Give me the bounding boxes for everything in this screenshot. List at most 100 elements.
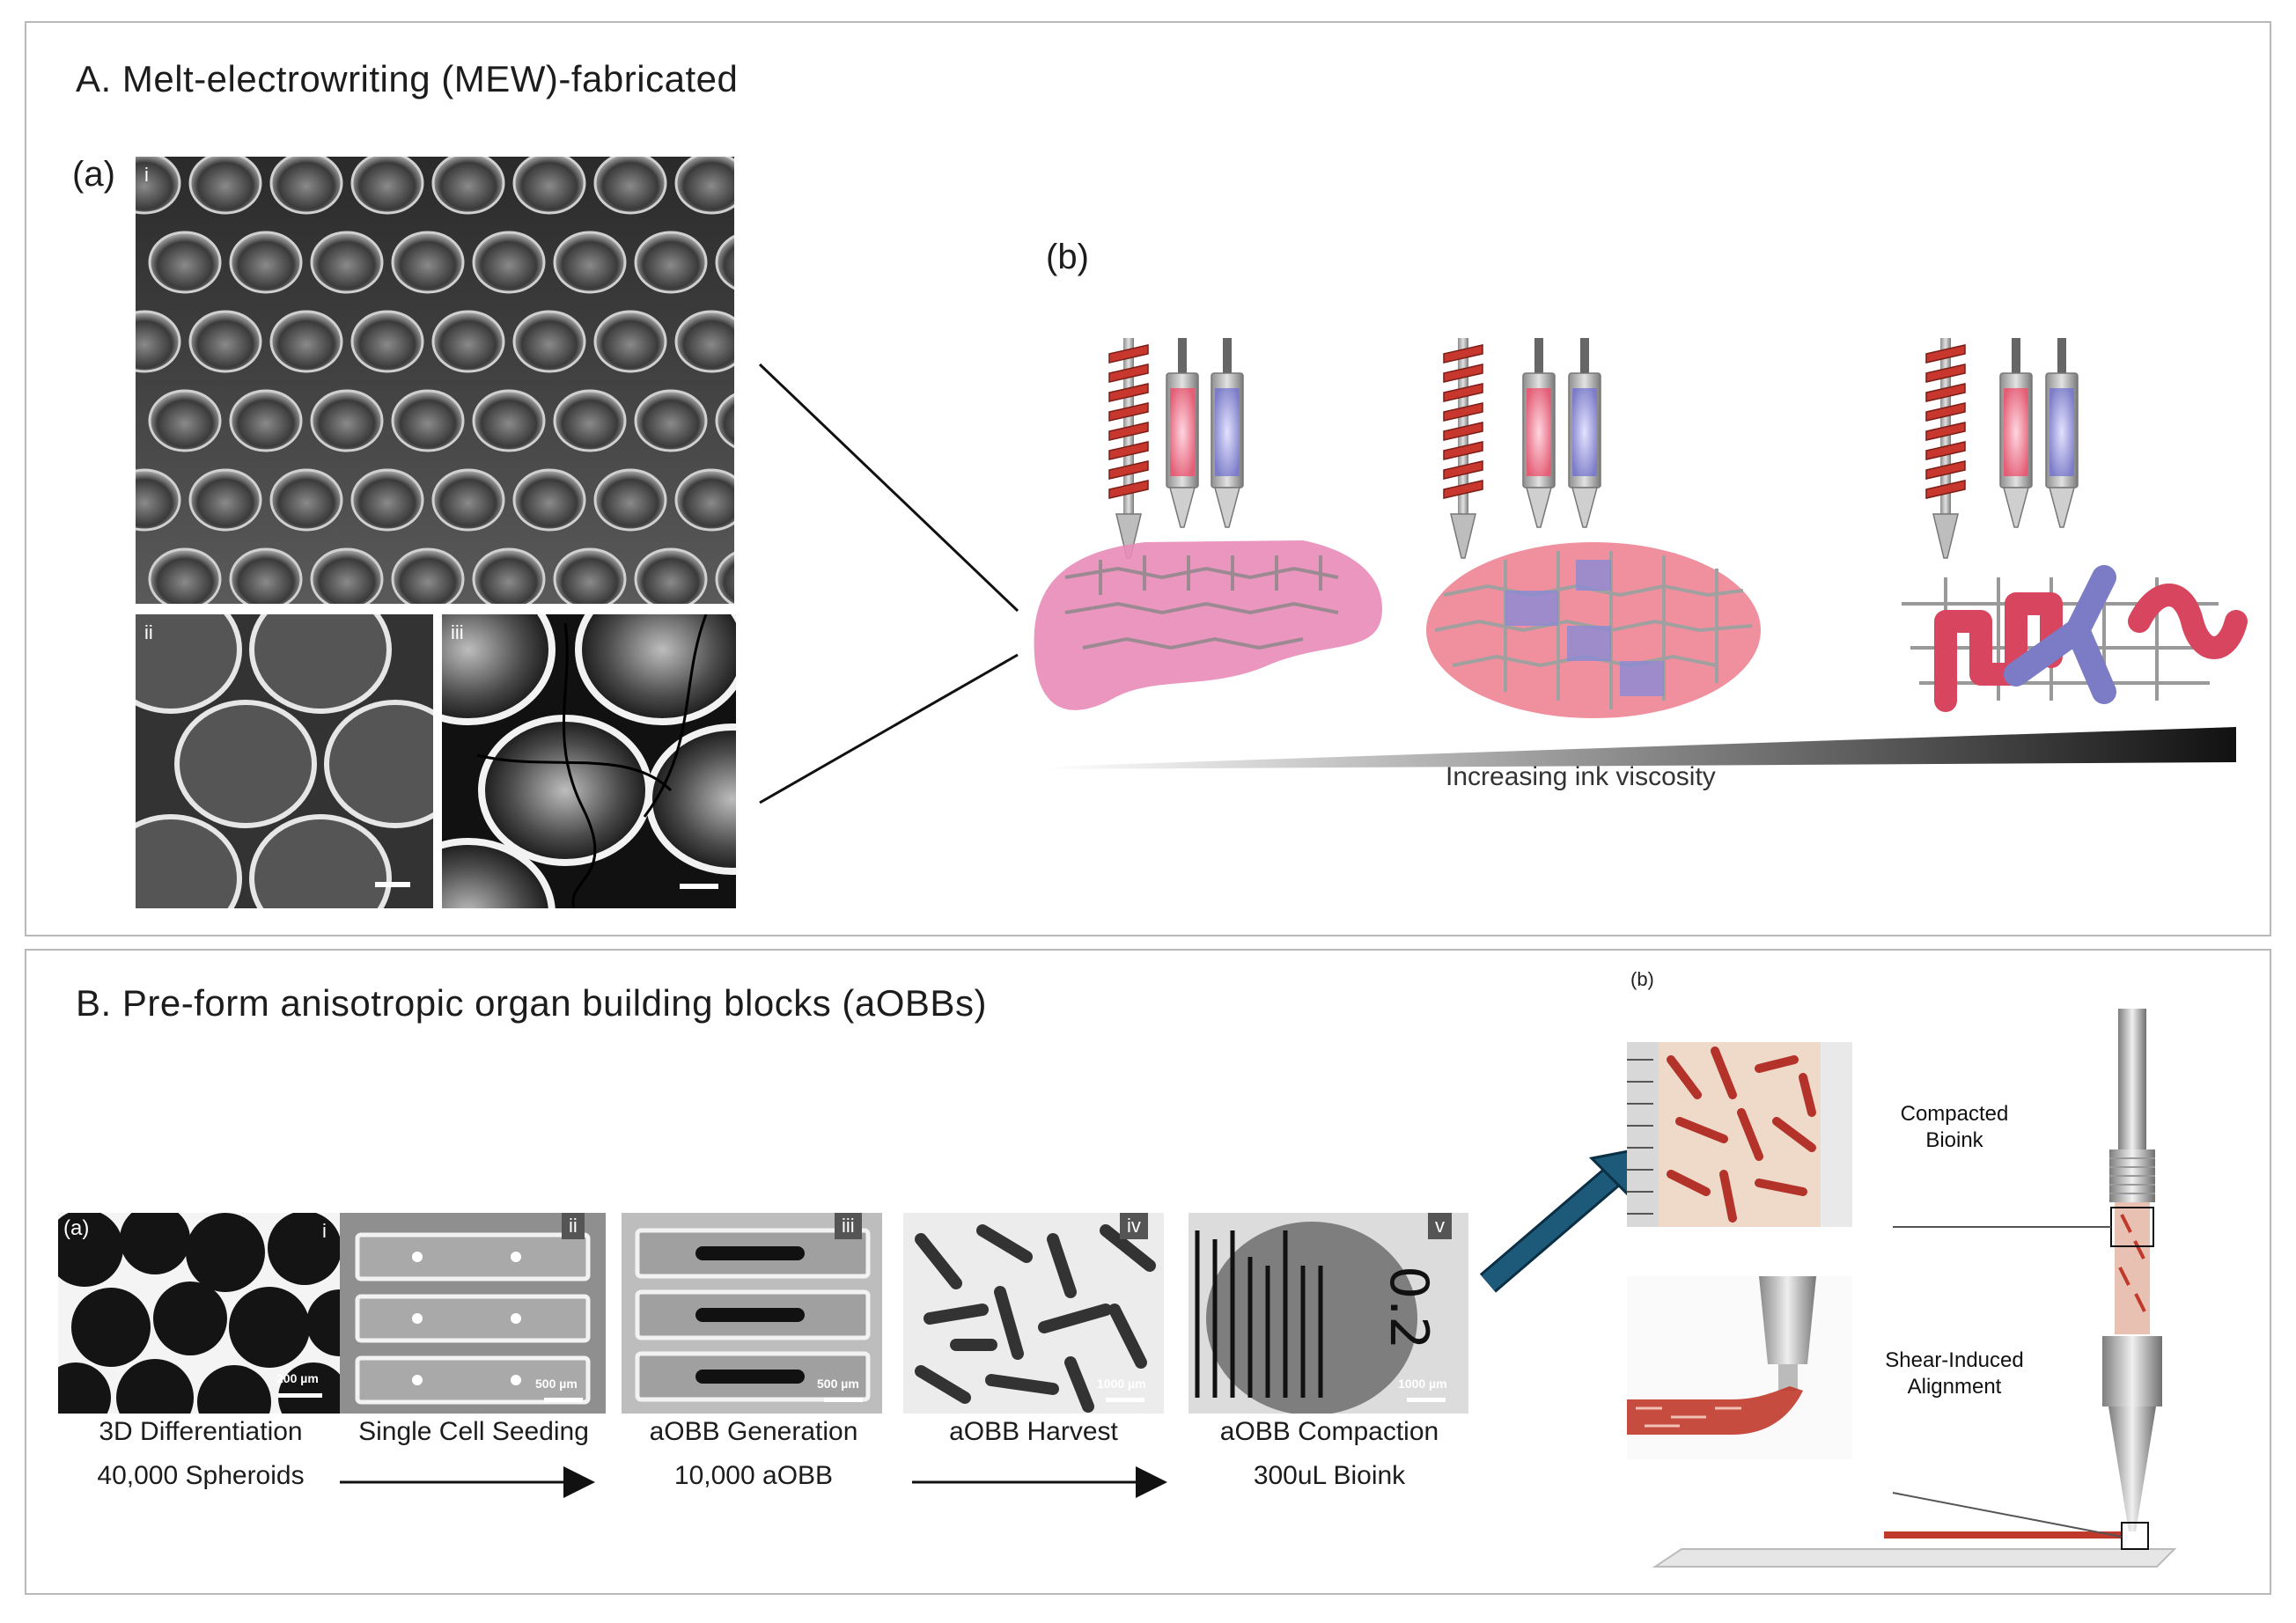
panel-a-sub-a-label: (a) <box>72 155 115 194</box>
scale-bar-label-4: 1000 µm <box>1097 1377 1146 1391</box>
scaffold-cell <box>593 310 667 373</box>
scaffold-cell <box>634 389 708 452</box>
caption-step-1: 3D Differentiation <box>99 1417 303 1446</box>
scale-bar-label-1: 200 µm <box>276 1371 319 1385</box>
step-roman-i: i <box>322 1220 327 1242</box>
scaffold-cell <box>674 157 734 215</box>
scaffold-cell <box>431 157 505 215</box>
mew-simulation-image: iii <box>442 614 736 908</box>
medium-viscosity-print <box>1426 337 1761 718</box>
step-image-seeding: ii 500 µm <box>340 1213 606 1414</box>
panel-b-title: B. Pre-form anisotropic organ building b… <box>76 982 987 1024</box>
seeding-graphic <box>340 1213 606 1414</box>
roman-label-ii: ii <box>144 621 153 643</box>
caption-step-4: aOBB Harvest <box>949 1417 1118 1446</box>
nozzle-alignment-zoom <box>1627 1276 1852 1459</box>
scale-bar-label-3: 500 µm <box>817 1377 859 1391</box>
scaffold-cell <box>512 310 586 373</box>
mew-scaffold-photo: i <box>136 157 734 604</box>
scaffold-cell <box>715 234 734 290</box>
step-image-generation: iii 500 µm <box>622 1213 882 1414</box>
mew-top-view-graphic <box>136 614 433 908</box>
scaffold-cell <box>512 468 586 532</box>
high-viscosity-print <box>1902 337 2248 712</box>
panel-b-sub-b-label: (b) <box>1630 968 1654 990</box>
scaffold-cell <box>715 551 734 604</box>
caption-step-1-sub: 40,000 Spheroids <box>97 1461 305 1490</box>
scaffold-cell <box>634 231 708 294</box>
scaffold-cell <box>634 547 708 604</box>
step-image-compaction: 0.2 v 1000 µm <box>1188 1213 1468 1414</box>
roman-label-iii: iii <box>451 621 464 643</box>
compacted-bioink-label-line-1: Compacted <box>1900 1102 2009 1126</box>
compacted-bioink-zoom <box>1627 1042 1852 1227</box>
scale-bar-label-2: 500 µm <box>535 1377 578 1391</box>
scaffold-cell <box>715 393 734 449</box>
scaffold-cell <box>269 157 343 215</box>
scaffold-cell <box>674 310 734 373</box>
scaffold-cell <box>229 547 303 604</box>
scaffold-cell <box>310 547 384 604</box>
scaffold-cell <box>229 231 303 294</box>
scaffold-cell <box>310 231 384 294</box>
panel-a-sub-b-label: (b) <box>1046 238 1089 276</box>
panel-b: B. Pre-form anisotropic organ building b… <box>25 949 2271 1595</box>
viscosity-label: Increasing ink viscosity <box>1446 762 1716 791</box>
scaffold-cell <box>472 231 546 294</box>
mew-scaffold-graphic <box>136 157 734 604</box>
scaffold-cell <box>593 157 667 215</box>
compaction-graphic: 0.2 <box>1188 1213 1468 1414</box>
step-image-harvest: iv 1000 µm <box>903 1213 1164 1414</box>
scaffold-cell <box>391 389 465 452</box>
scaffold-cell <box>148 389 222 452</box>
mew-simulation-graphic <box>442 614 736 908</box>
scaffold-cell <box>188 157 262 215</box>
compacted-bioink-label-line-2: Bioink <box>1925 1128 1983 1152</box>
spheroids-graphic <box>58 1213 345 1414</box>
scaffold-cell <box>593 468 667 532</box>
shear-alignment-label-line-2: Alignment <box>1907 1375 2002 1399</box>
svg-text:0.2: 0.2 <box>1378 1266 1439 1349</box>
scaffold-cell <box>553 231 627 294</box>
harvest-graphic <box>903 1213 1164 1414</box>
scaffold-cell <box>553 547 627 604</box>
scaffold-cell <box>553 389 627 452</box>
scaffold-cell <box>136 157 181 215</box>
scaffold-cell <box>472 389 546 452</box>
mew-top-view-photo: ii <box>136 614 433 908</box>
step-roman-v: v <box>1428 1213 1452 1239</box>
scaffold-cell <box>391 231 465 294</box>
caption-step-5: aOBB Compaction <box>1219 1417 1439 1446</box>
panel-a: A. Melt-electrowriting (MEW)-fabricated … <box>25 21 2271 936</box>
scaffold-cell <box>350 468 424 532</box>
scaffold-cell <box>269 310 343 373</box>
scaffold-cell <box>431 468 505 532</box>
panel-a-title: A. Melt-electrowriting (MEW)-fabricated <box>76 58 739 99</box>
step-roman-ii: ii <box>562 1213 585 1239</box>
scaffold-cell <box>148 547 222 604</box>
scaffold-cell <box>188 468 262 532</box>
ink-viscosity-schematic <box>1034 337 2248 769</box>
zoom-connector-lines <box>758 363 1019 804</box>
nozzle-alignment-graphic <box>1627 1276 1852 1459</box>
roman-label-i: i <box>144 164 149 186</box>
step-roman-iii: iii <box>835 1213 862 1239</box>
scaffold-cell <box>148 231 222 294</box>
scaffold-cell <box>269 468 343 532</box>
scaffold-cell <box>229 389 303 452</box>
step-image-spheroids: (a) i 200 µm <box>58 1213 345 1414</box>
scaffold-cell <box>472 547 546 604</box>
generation-graphic <box>622 1213 882 1414</box>
scaffold-cell <box>310 389 384 452</box>
caption-step-3: aOBB Generation <box>649 1417 858 1446</box>
scaffold-cell <box>136 310 181 373</box>
scale-bar-label-5: 1000 µm <box>1398 1377 1447 1391</box>
viscosity-gradient-wedge <box>1048 727 2236 769</box>
scaffold-cell <box>136 468 181 532</box>
step-roman-iv: iv <box>1120 1213 1148 1239</box>
scaffold-cell <box>188 310 262 373</box>
scaffold-cell <box>674 468 734 532</box>
scaffold-cell <box>350 310 424 373</box>
caption-step-5-sub: 300uL Bioink <box>1253 1461 1406 1490</box>
panel-b-sub-a-label: (a) <box>63 1216 90 1240</box>
